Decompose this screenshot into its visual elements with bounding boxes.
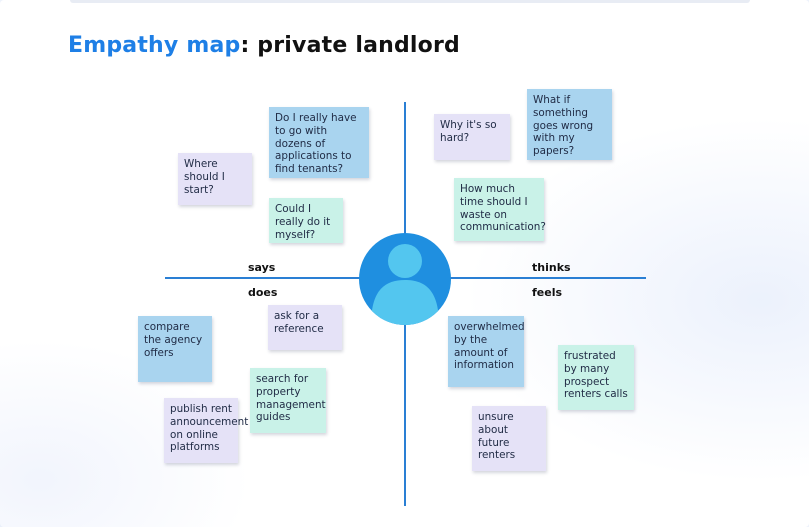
quadrant-label-does: does: [248, 286, 278, 299]
sticky-note[interactable]: Where should I start?: [178, 153, 252, 205]
sticky-note[interactable]: overwhelmed by the amount of information: [448, 316, 525, 387]
quadrant-label-thinks: thinks: [532, 261, 571, 274]
sticky-note[interactable]: frustrated by many prospect renters call…: [558, 345, 634, 410]
sticky-note[interactable]: ask for a reference: [268, 305, 342, 350]
sticky-note[interactable]: unsure about future renters: [472, 406, 546, 471]
sticky-note[interactable]: Could I really do it myself?: [269, 198, 343, 243]
user-avatar-icon: [359, 233, 451, 325]
quadrant-label-feels: feels: [532, 286, 563, 299]
sticky-note[interactable]: What if something goes wrong with my pap…: [527, 89, 612, 160]
sticky-note[interactable]: Do I really have to go with dozens of ap…: [269, 107, 369, 178]
sticky-note[interactable]: How much time should I waste on communic…: [454, 178, 546, 241]
sticky-note[interactable]: compare the agency offers: [138, 316, 212, 382]
sticky-note[interactable]: publish rent announcement on online plat…: [164, 398, 248, 463]
quadrant-label-says: says: [248, 261, 276, 274]
sticky-note[interactable]: Why it's so hard?: [434, 114, 510, 160]
title-accent: Empathy map: [68, 33, 241, 58]
sticky-note[interactable]: search for property management guides: [250, 368, 326, 433]
page-title: Empathy map: private landlord: [68, 33, 460, 58]
title-rest: : private landlord: [240, 33, 460, 58]
top-strip: [70, 0, 750, 3]
